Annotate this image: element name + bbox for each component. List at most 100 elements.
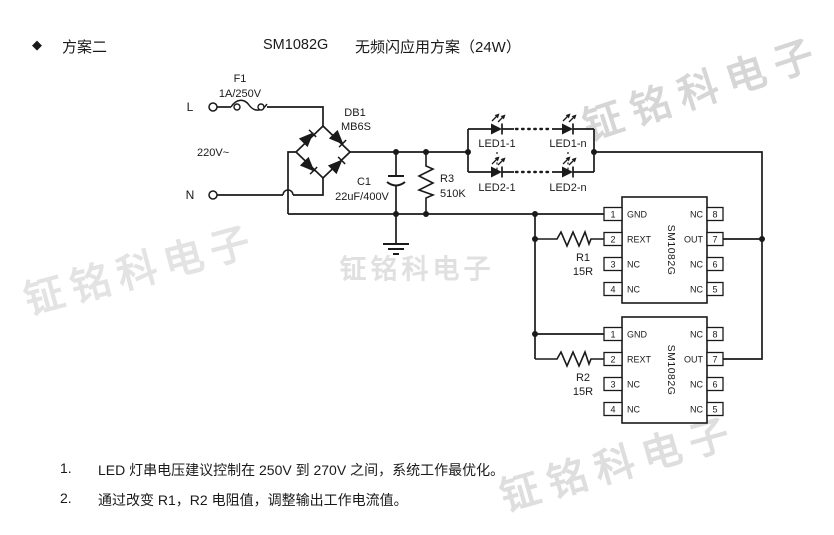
pin-label: GND xyxy=(627,330,648,340)
led-string-2 xyxy=(491,166,574,178)
label-L: L xyxy=(187,100,194,114)
ic1-pin-numbers: 1 2 3 4 8 7 6 5 xyxy=(610,210,717,295)
pin-label: NC xyxy=(627,405,640,415)
label-led2-1: LED2-1 xyxy=(478,182,515,194)
fuse-symbol xyxy=(230,99,268,111)
pin-number: 2 xyxy=(610,355,615,365)
note-number: 1. xyxy=(60,460,72,476)
pin-box xyxy=(706,326,724,342)
led-string-1 xyxy=(491,123,574,135)
note-number: 2. xyxy=(60,490,72,506)
wire xyxy=(287,151,296,214)
junction-dot xyxy=(423,149,429,155)
wire xyxy=(467,129,595,172)
pin-box xyxy=(603,326,623,342)
label-led1-n: LED1-n xyxy=(549,138,586,150)
pin-number: 6 xyxy=(712,380,717,390)
resistor-r1 xyxy=(535,229,604,249)
led-continuation-dots xyxy=(496,127,569,174)
diamond-bullet-icon: ◆ xyxy=(32,37,42,52)
pin-label: NC xyxy=(690,330,703,340)
junction-dot xyxy=(759,236,765,242)
ic1-pin-labels: GND REXT NC NC NC OUT NC NC xyxy=(627,210,704,295)
pin-number: 2 xyxy=(610,235,615,245)
terminal-N xyxy=(208,190,218,200)
ic2-name: SM1082G xyxy=(665,345,677,396)
pin-number: 3 xyxy=(610,260,615,270)
pin-box xyxy=(706,376,724,392)
label-db1: DB1 xyxy=(344,107,365,119)
ic2-pin-numbers: 1 2 3 4 8 7 6 5 xyxy=(610,330,717,415)
pin-label: NC xyxy=(690,210,703,220)
watermark-center: 钲铭科电子 xyxy=(339,254,495,285)
label-r2-value: 15R xyxy=(573,386,593,398)
pin-box xyxy=(603,281,623,297)
pin-number: 5 xyxy=(712,405,717,415)
pin-box xyxy=(706,231,724,247)
resistor-r3 xyxy=(416,152,436,214)
label-voltage: 220V~ xyxy=(197,147,229,159)
junction-dots xyxy=(393,149,765,337)
label-db1-part: MB6S xyxy=(341,121,371,133)
bridge-rectifier xyxy=(294,124,352,180)
label-r1-value: 15R xyxy=(573,266,593,278)
pin-box xyxy=(706,351,724,367)
label-r3-value: 510K xyxy=(440,188,466,200)
pin-number: 3 xyxy=(610,380,615,390)
diode xyxy=(298,129,317,148)
diode xyxy=(327,156,346,175)
fuse-end xyxy=(233,103,241,111)
pin-label: NC xyxy=(627,260,640,270)
pin-box xyxy=(603,206,623,222)
label-N: N xyxy=(186,188,195,202)
label-r2: R2 xyxy=(576,372,590,384)
pin-number: 4 xyxy=(610,285,615,295)
pin-label: REXT xyxy=(627,355,652,365)
pin-label: NC xyxy=(627,285,640,295)
ic1-sm1082g: 1 2 3 4 8 7 6 5 GND REXT NC NC NC OUT NC… xyxy=(603,196,724,304)
label-led2-n: LED2-n xyxy=(549,182,586,194)
pin-label: OUT xyxy=(684,235,704,245)
pin-label: GND xyxy=(627,210,648,220)
pin-label: NC xyxy=(627,380,640,390)
fuse-end xyxy=(257,103,265,111)
chip-part-number: SM1082G xyxy=(263,37,329,53)
junction-dot xyxy=(393,211,399,217)
label-led1-1: LED1-1 xyxy=(478,138,515,150)
ic2-sm1082g: 1 2 3 4 8 7 6 5 GND REXT NC NC NC OUT NC… xyxy=(603,316,724,424)
pin-box xyxy=(706,401,724,417)
wires xyxy=(217,106,763,360)
junction-dot xyxy=(532,331,538,337)
pin-number: 7 xyxy=(712,355,717,365)
pin-number: 8 xyxy=(712,210,717,220)
diode xyxy=(328,129,347,148)
label-c1-value: 22uF/400V xyxy=(335,191,389,203)
diode xyxy=(299,156,318,175)
pin-box xyxy=(706,256,724,272)
pin-box xyxy=(706,281,724,297)
pin-number: 1 xyxy=(610,210,615,220)
label-f1: F1 xyxy=(234,73,247,85)
label-r1: R1 xyxy=(576,252,590,264)
junction-dot xyxy=(393,149,399,155)
label-f1-rating: 1A/250V xyxy=(219,88,262,100)
junction-dot xyxy=(532,211,538,217)
pin-label: NC xyxy=(690,380,703,390)
wire xyxy=(293,178,324,196)
pin-label: NC xyxy=(690,285,703,295)
scheme-label: 方案二 xyxy=(62,39,108,56)
pin-number: 1 xyxy=(610,330,615,340)
terminal-L xyxy=(208,102,218,112)
pin-box xyxy=(603,256,623,272)
pin-box xyxy=(706,206,724,222)
pin-box xyxy=(603,376,623,392)
pin-number: 5 xyxy=(712,285,717,295)
note-text: 通过改变 R1，R2 电阻值，调整输出工作电流值。 xyxy=(98,492,408,508)
component-labels: L N 220V~ F1 1A/250V DB1 MB6S C1 22uF/40… xyxy=(186,73,593,398)
pin-box xyxy=(603,351,623,367)
pin-number: 4 xyxy=(610,405,615,415)
pin-box xyxy=(603,231,623,247)
pin-box xyxy=(603,401,623,417)
junction-dot xyxy=(532,236,538,242)
